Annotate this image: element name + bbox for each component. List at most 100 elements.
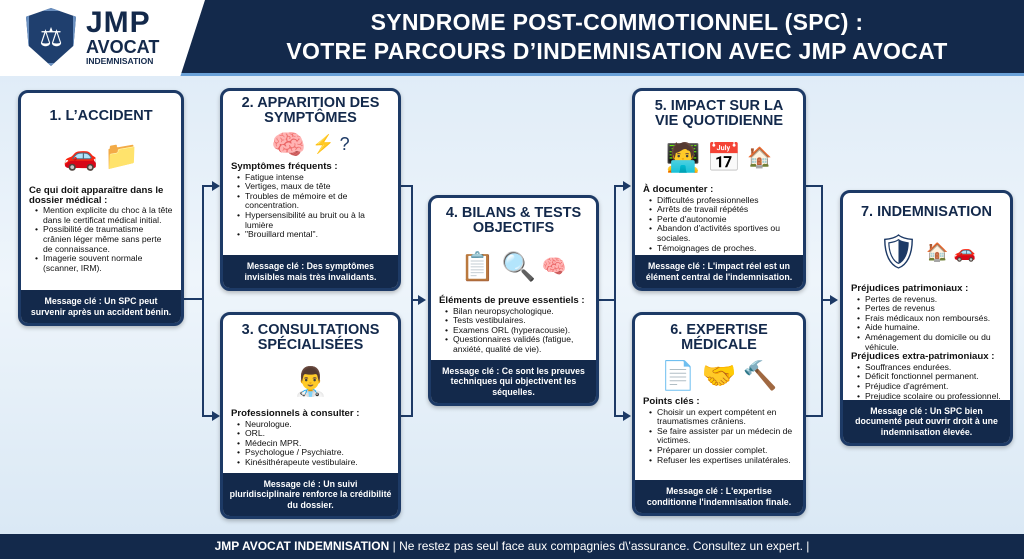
arrow-icon [212, 411, 220, 421]
list-item: Préparer un dossier complet. [649, 445, 795, 456]
list-item: Choisir un expert compétent en traumatis… [649, 407, 795, 427]
key-message: Message clé : Des symptômes invisibles m… [223, 255, 398, 288]
list-item: Aide humaine. [857, 323, 1002, 333]
step-3-consultations: 3. CONSULTATIONS SPÉCIALISÉES 👨‍⚕️ Profe… [220, 312, 401, 519]
connector [411, 185, 413, 417]
list-item: Témoignages de proches. [649, 243, 795, 254]
step-label: Préjudices patrimoniaux : [851, 283, 969, 294]
head-symptoms-icon: 🧠⚡ ? [271, 128, 350, 160]
key-message: Message clé : Ce sont les preuves techni… [431, 359, 596, 403]
logo-line2: AVOCAT [86, 37, 160, 57]
list-item: Souffrances endurées. [857, 362, 1002, 373]
list-item: ORL. [237, 429, 390, 439]
euro-shield-icon: 🛡🏠 🚗 [877, 233, 976, 271]
page-title: SYNDROME POST-COMMOTIONNEL (SPC) : VOTRE… [210, 8, 1024, 66]
connector [821, 185, 823, 417]
key-message: Message clé : Un SPC peut survenir après… [21, 290, 181, 323]
footer: JMP AVOCAT INDEMNISATION | Ne restez pas… [0, 534, 1024, 559]
step-5-impact: 5. IMPACT SUR LA VIE QUOTIDIENNE 🧑‍💻📅🏠 À… [632, 88, 806, 291]
logo-name: JMP [86, 6, 151, 39]
step-title: 5. IMPACT SUR LA VIE QUOTIDIENNE [654, 98, 784, 129]
key-message: Message clé : Un suivi pluridisciplinair… [223, 472, 398, 516]
step-7-indemnisation: 7. INDEMNISATION 🛡🏠 🚗 Préjudices patrimo… [840, 190, 1013, 446]
step-title: 6. EXPERTISE MÉDICALE [670, 322, 768, 353]
footer-text: Ne restez pas seul face aux compagnies d… [399, 539, 803, 553]
list-item: Perte d'autonomie [649, 214, 795, 225]
list-item: Frais médicaux non remboursés. [857, 313, 1002, 324]
logo-line3: INDEMNISATION [86, 56, 154, 66]
connector [805, 185, 822, 187]
key-message: Message clé : L'expertise conditionne l'… [635, 480, 803, 513]
step-title: 7. INDEMNISATION [860, 204, 993, 220]
list-item: Questionnaires validés (fatigue, anxiété… [445, 335, 588, 354]
step-2-symptoms: 2. APPARITION DES SYMPTÔMES 🧠⚡ ? Symptôm… [220, 88, 401, 291]
step-label: À documenter : [643, 184, 714, 195]
list-item: Imagerie souvent normale (scanner, IRM). [35, 253, 173, 273]
key-message: Message clé : Un SPC bien documenté peut… [843, 399, 1010, 443]
list-item: Tests vestibulaires. [445, 316, 588, 326]
connector [614, 185, 616, 417]
list-item: Pertes de revenus [857, 304, 1002, 314]
doctor-specialists-icon: 👨‍⚕️ [293, 365, 328, 397]
list-item: Hypersensibilité au bruit ou à la lumièr… [237, 210, 390, 230]
connector [805, 415, 822, 417]
connector [400, 415, 412, 417]
list-item: Bilan neuropsychologique. [445, 306, 588, 317]
connector [400, 185, 412, 187]
step-label: Symptômes fréquents : [231, 161, 338, 172]
list-item: Prejudice scolaire ou professionnel. [857, 391, 1002, 402]
gavel-shield-icon: ⚖ [26, 8, 76, 66]
step-label: Professionnels à consulter : [231, 408, 360, 419]
footer-brand: JMP AVOCAT INDEMNISATION [214, 539, 390, 553]
clipboard-brain-icon: 📋🔍🧠 [460, 250, 567, 282]
list-item: Préjudice d'agrément. [857, 381, 1002, 392]
step-4-tests: 4. BILANS & TESTS OBJECTIFS 📋🔍🧠 Éléments… [428, 195, 599, 406]
connector [202, 415, 214, 417]
connector [821, 299, 831, 301]
list-item: Se faire assister par un médecin de vict… [649, 426, 795, 446]
list-item: Troubles de mémoire et de concentration. [237, 191, 390, 211]
step-label: Éléments de preuve essentiels : [439, 295, 585, 306]
list-item: Abandon d'activités sportives ou sociale… [649, 224, 795, 243]
connector [183, 298, 203, 300]
step-6-expertise: 6. EXPERTISE MÉDICALE 📄🤝🔨 Points clés : … [632, 312, 806, 516]
connector [614, 415, 624, 417]
title-line2: VOTRE PARCOURS D’INDEMNISATION AVEC JMP … [286, 38, 948, 64]
connector [411, 299, 419, 301]
desk-calendar-home-icon: 🧑‍💻📅🏠 [665, 141, 773, 173]
list-item: Refuser les expertises unilatérales. [649, 455, 795, 466]
list-item: Possibilité de traumatisme crânien léger… [35, 225, 173, 254]
list-item: Psychologue / Psychiatre. [237, 448, 390, 458]
connector [202, 185, 214, 187]
step-title: 4. BILANS & TESTS OBJECTIFS [445, 205, 582, 236]
step-1-accident: 1. L’ACCIDENT 🚗📁 Ce qui doit apparaître … [18, 90, 184, 326]
connector [202, 185, 204, 416]
arrow-icon [623, 411, 631, 421]
step-label: Ce qui doit apparaître dans le dossier m… [29, 185, 164, 206]
step-title: 3. CONSULTATIONS SPÉCIALISÉES [241, 322, 380, 353]
header: ⚖ JMP AVOCAT INDEMNISATION SYNDROME POST… [0, 0, 1024, 76]
connector [614, 185, 624, 187]
list-item: Arrêts de travail répétés [649, 205, 795, 215]
list-item: "Brouillard mental". [237, 230, 390, 240]
list-item: Fatigue intense [237, 172, 390, 183]
list-item: Aménagement du domicile ou du véhicule. [857, 332, 1002, 352]
title-line1: SYNDROME POST-COMMOTIONNEL (SPC) : [370, 9, 864, 35]
list-item: Difficultés professionnelles [649, 195, 795, 206]
arrow-icon [623, 181, 631, 191]
step-title: 2. APPARITION DES SYMPTÔMES [241, 95, 380, 126]
list-item: Examens ORL (hyperacousie). [445, 325, 588, 336]
list-item: Médecin MPR. [237, 438, 390, 449]
key-message: Message clé : L'impact réel est un éléme… [635, 255, 803, 288]
connector [598, 299, 615, 301]
arrow-icon [830, 295, 838, 305]
list-item: Kinésithérapeute vestibulaire. [237, 457, 390, 468]
list-item: Déficit fonctionnel permanent. [857, 372, 1002, 382]
car-crash-folder-icon: 🚗📁 [63, 139, 139, 171]
arrow-icon [418, 295, 426, 305]
step-label: Préjudices extra-patrimoniaux : [851, 351, 995, 363]
step-title: 1. L’ACCIDENT [49, 108, 153, 124]
list-item: Neurologue. [237, 419, 390, 430]
list-item: Pertes de revenus. [857, 294, 1002, 305]
handshake-gavel-icon: 📄🤝🔨 [660, 359, 778, 391]
